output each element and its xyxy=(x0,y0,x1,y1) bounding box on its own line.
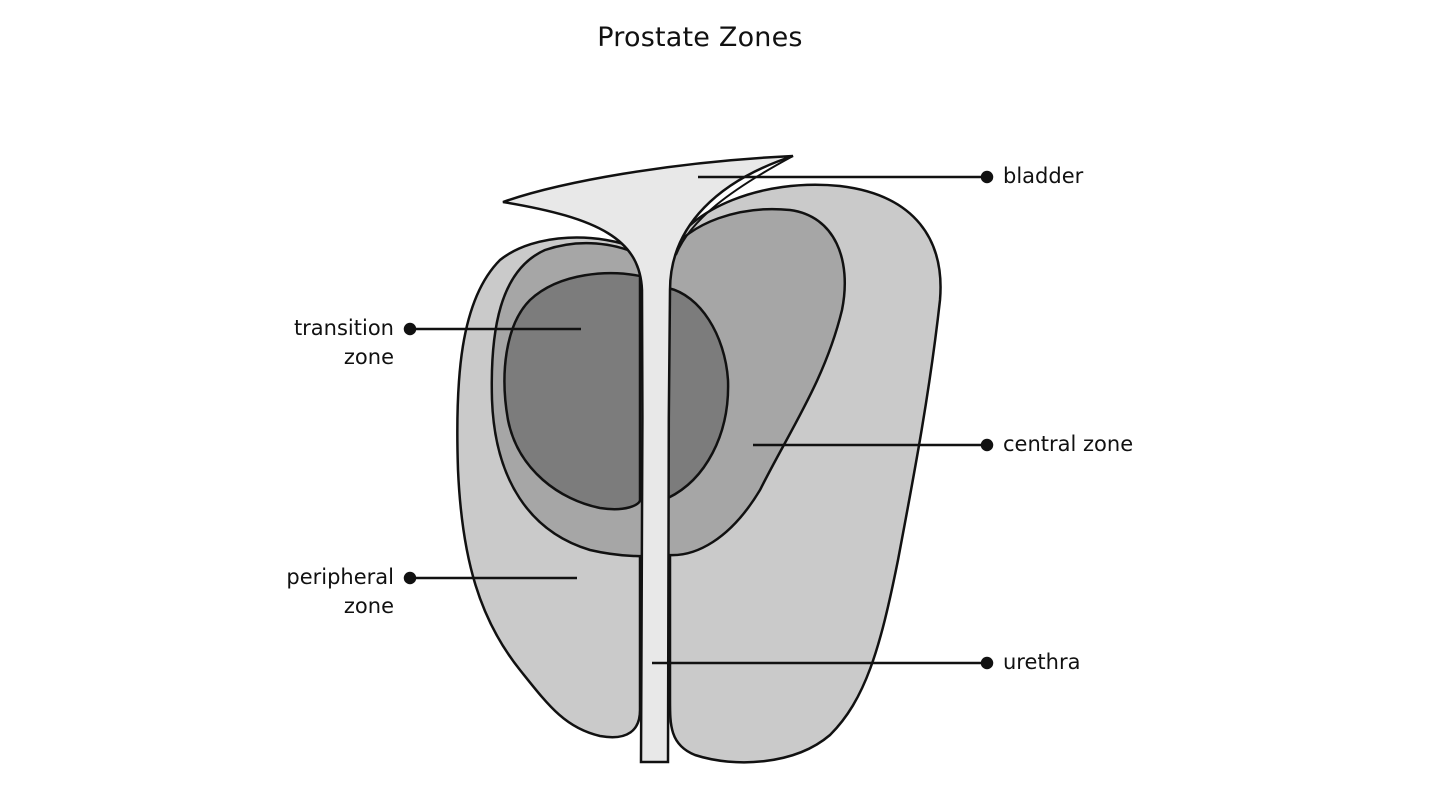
label-peripheral-zone: peripheral zone xyxy=(286,563,394,621)
label-transition-zone: transition zone xyxy=(294,314,394,372)
leader-central-dot xyxy=(980,438,994,452)
leader-peripheral-dot xyxy=(403,571,417,585)
label-central-zone: central zone xyxy=(1003,432,1134,456)
label-peripheral-zone-line1: peripheral xyxy=(286,565,394,589)
leader-lines xyxy=(403,170,994,670)
bladder-urethra xyxy=(502,154,794,764)
label-peripheral-zone-line2: zone xyxy=(343,594,394,618)
leader-urethra-dot xyxy=(980,656,994,670)
label-urethra: urethra xyxy=(1003,650,1081,674)
leader-transition-dot xyxy=(403,322,417,336)
label-transition-zone-line2: zone xyxy=(343,345,394,369)
bladder-inner-contour xyxy=(675,155,794,256)
label-transition-zone-line1: transition xyxy=(293,316,394,340)
diagram-title: Prostate Zones xyxy=(597,22,803,53)
label-bladder: bladder xyxy=(1003,164,1084,188)
leader-bladder-dot xyxy=(980,170,994,184)
transition-zone xyxy=(503,272,730,511)
